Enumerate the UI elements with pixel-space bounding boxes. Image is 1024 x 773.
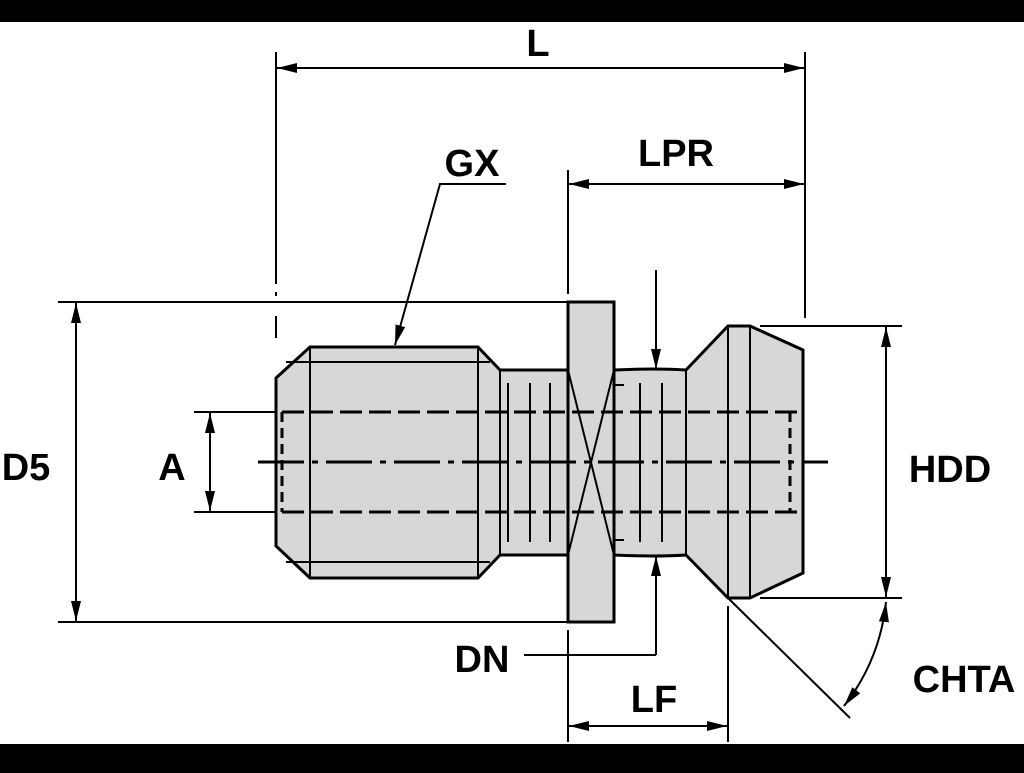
label-D5: D5 [2, 447, 51, 489]
label-CHTA: CHTA [913, 659, 1016, 701]
extension-lines [58, 52, 902, 742]
label-A: A [158, 447, 185, 489]
dimension-lines [71, 63, 891, 731]
label-DN: DN [455, 639, 510, 681]
gx-leader [394, 183, 506, 346]
label-LPR: LPR [638, 133, 714, 175]
label-GX: GX [445, 143, 501, 185]
label-HDD: HDD [909, 449, 991, 491]
chta-arc [843, 601, 889, 707]
label-LF: LF [631, 679, 677, 721]
chta-line [727, 597, 851, 719]
part-details [286, 326, 751, 598]
label-L: L [526, 23, 549, 65]
